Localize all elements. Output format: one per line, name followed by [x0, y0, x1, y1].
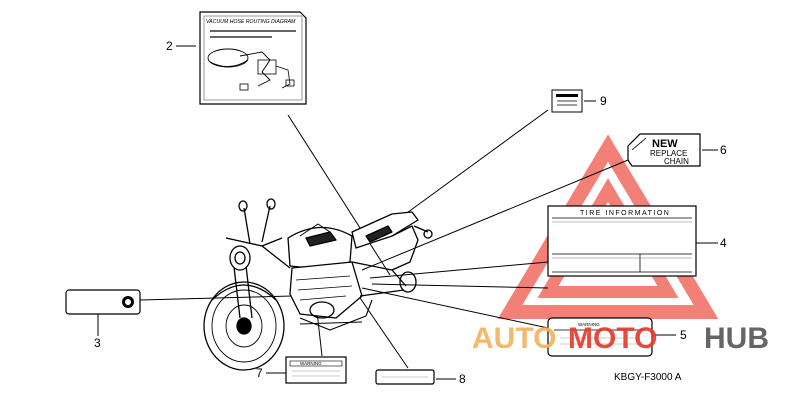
label-7-heading: WARNING [300, 361, 322, 366]
watermark-text: AUTO MOTO HUB [472, 322, 769, 355]
side-label-3 [65, 289, 141, 315]
front-wheel [203, 281, 285, 371]
callout-3: 3 [94, 336, 101, 350]
watermark-moto: MOTO [568, 322, 657, 355]
chain-label-chain: CHAIN [664, 157, 689, 166]
part-code: KBGY-F3000 A [614, 372, 682, 383]
callout-2: 2 [166, 39, 173, 53]
routing-diagram-label: VACUUM HOSE ROUTING DIAGRAM [199, 11, 307, 105]
watermark-auto: AUTO [472, 322, 556, 355]
label-8 [375, 369, 435, 385]
warning-label-5-heading: WARNING [578, 322, 600, 327]
watermark-hub: HUB [704, 322, 769, 355]
chain-label-replace: REPLACE [650, 149, 687, 158]
tire-information-label: TIRE INFORMATION [547, 205, 697, 277]
callout-6: 6 [720, 143, 727, 157]
rear-wheel [399, 271, 417, 293]
chain-label-new: NEW [652, 138, 678, 150]
callout-8: 8 [459, 372, 466, 386]
chain-replace-label: NEW REPLACE CHAIN [627, 133, 701, 167]
label-7: WARNING [285, 356, 347, 384]
callout-5: 5 [680, 328, 687, 342]
callout-7: 7 [256, 366, 263, 380]
warning-label-5: WARNING [547, 317, 653, 357]
callout-4: 4 [720, 236, 727, 250]
tire-info-title: TIRE INFORMATION [580, 210, 670, 217]
small-label-9 [551, 89, 583, 113]
motorcycle-drawing [203, 198, 433, 371]
callout-numbers: 2 9 6 4 3 5 7 8 [94, 39, 727, 386]
routing-diagram-title: VACUUM HOSE ROUTING DIAGRAM [206, 19, 296, 25]
callout-9: 9 [600, 94, 607, 108]
